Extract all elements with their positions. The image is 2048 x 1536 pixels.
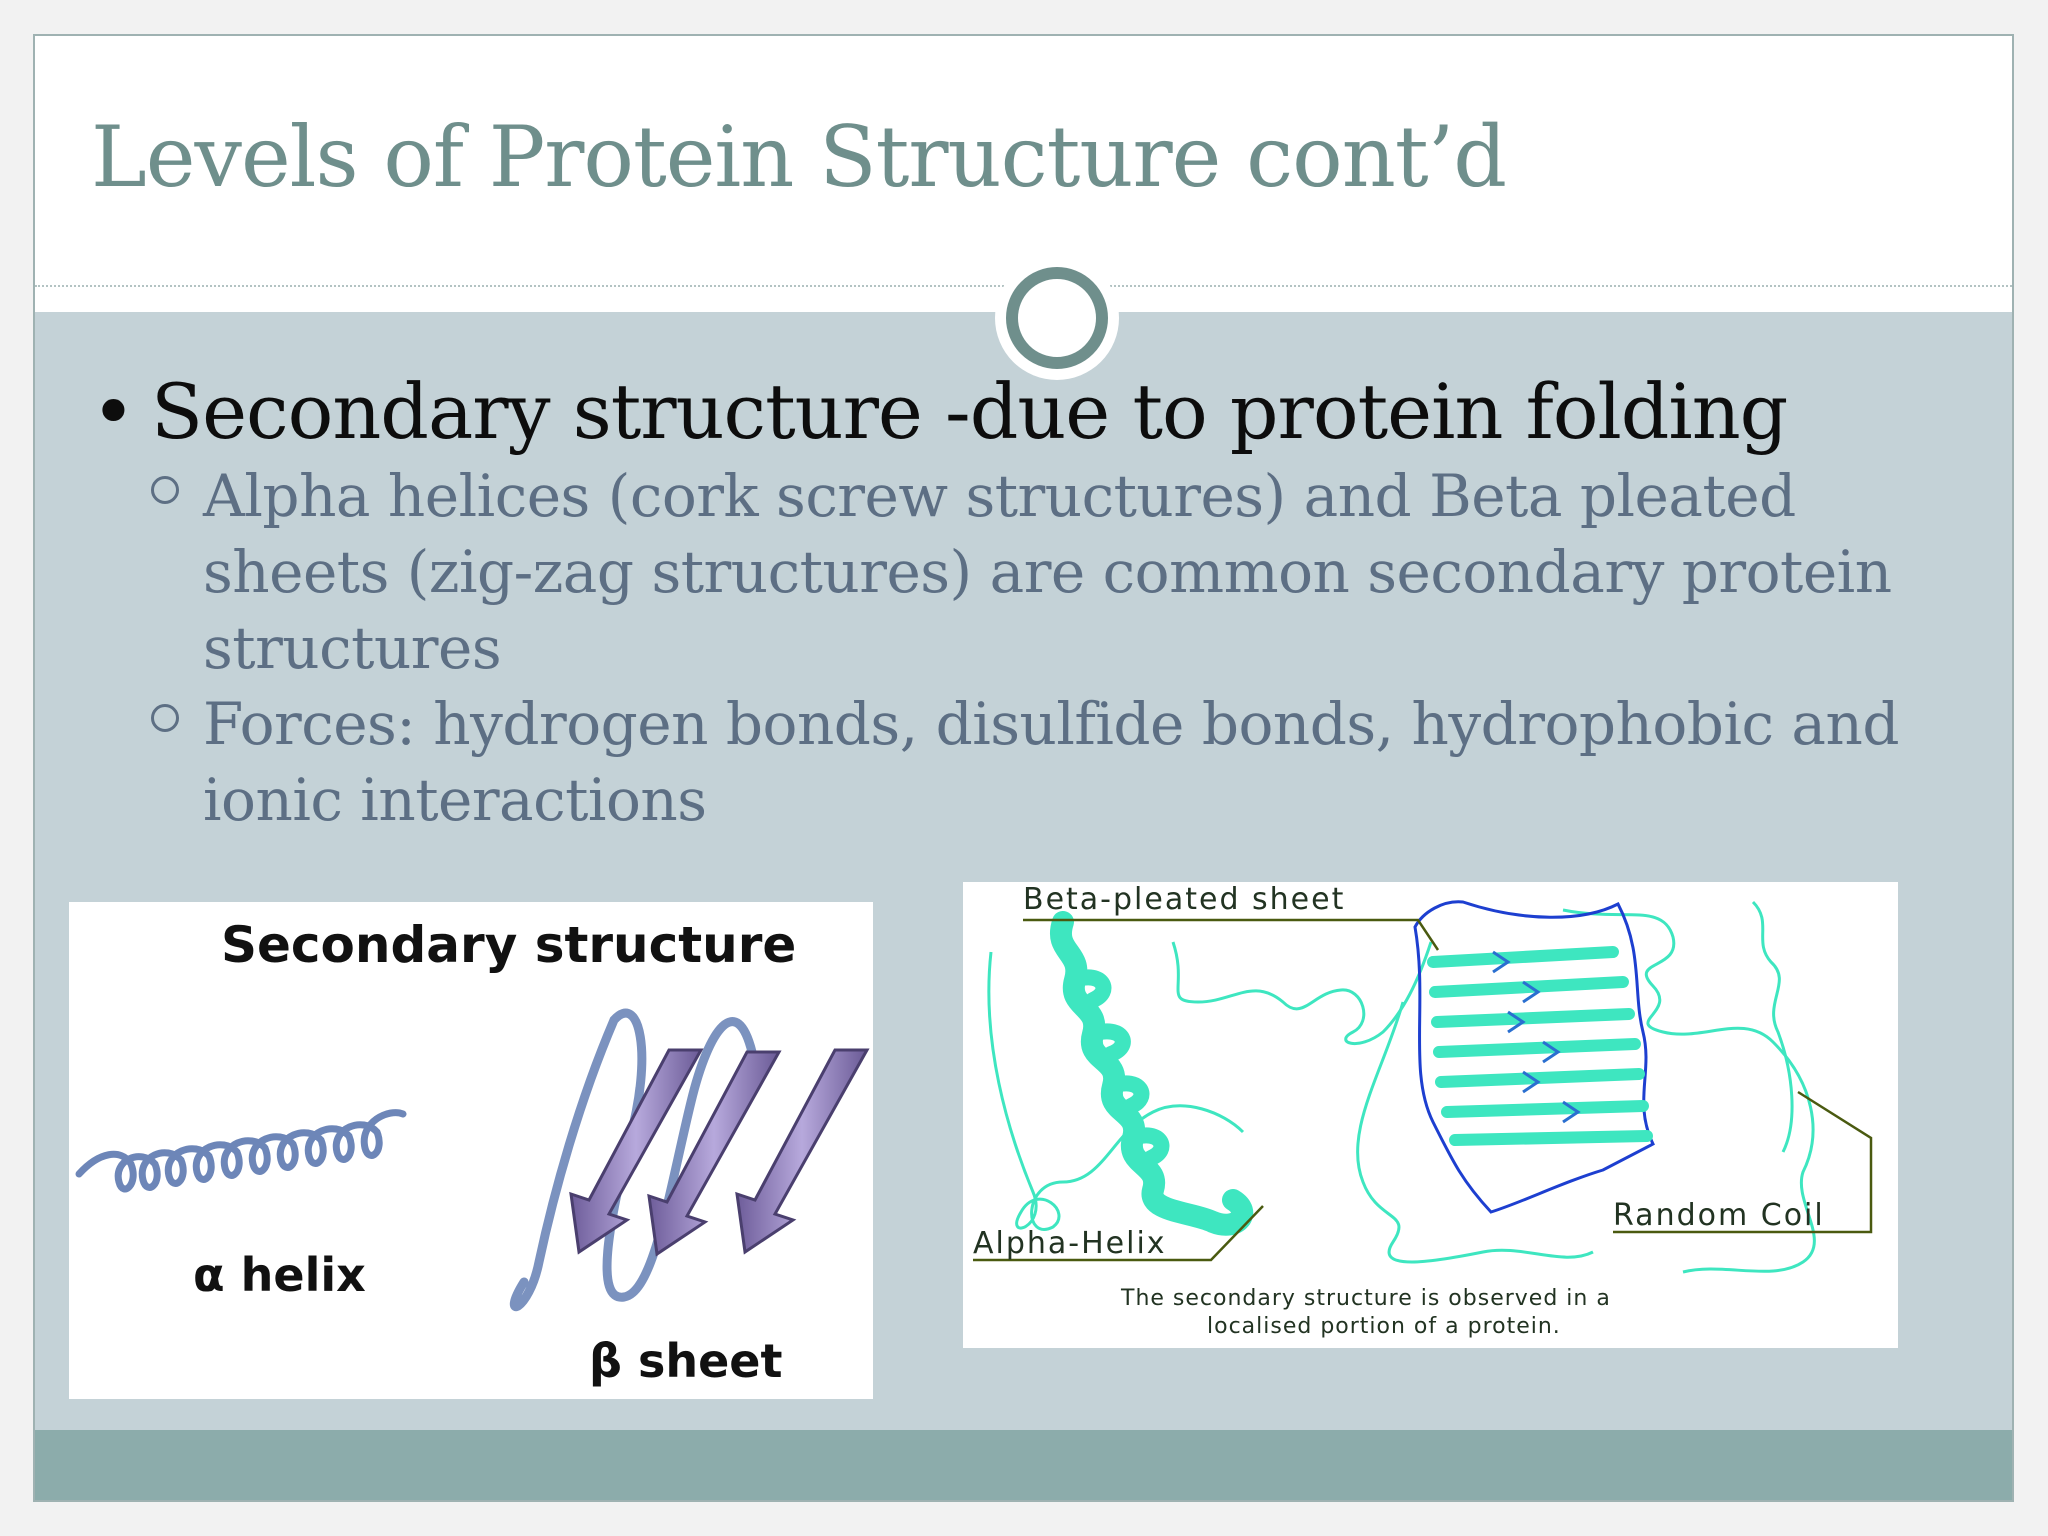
slide: Levels of Protein Structure cont’d • Sec… xyxy=(33,34,2014,1502)
sub-bullet-item: Alpha helices (cork screw structures) an… xyxy=(151,458,1971,686)
sub-bullet-item: Forces: hydrogen bonds, disulfide bonds,… xyxy=(151,686,1971,838)
figure-caption-line-1: The secondary structure is observed in a xyxy=(1121,1286,1611,1311)
random-coil-label: Random Coil xyxy=(1613,1198,1825,1233)
beta-strand-arrows xyxy=(569,1048,870,1257)
sub-bullet-text: Forces: hydrogen bonds, disulfide bonds,… xyxy=(203,690,1899,834)
beta-sheet-label: β sheet xyxy=(589,1334,783,1388)
ring-bullet-icon xyxy=(151,476,179,504)
ring-bullet-icon xyxy=(151,704,179,732)
helix-sheet-illustration xyxy=(75,1008,870,1312)
footer-bar xyxy=(35,1430,2012,1500)
protein-sketch-figure: Beta-pleated sheet Alpha-Helix Random Co… xyxy=(963,882,1898,1348)
bullet-list: • Secondary structure -due to protein fo… xyxy=(91,366,1971,838)
alpha-helix-sketch-label: Alpha-Helix xyxy=(973,1226,1167,1261)
bullet-text: Secondary structure -due to protein fold… xyxy=(151,367,1788,456)
secondary-structure-figure: Secondary structure α helix β sheet xyxy=(69,902,873,1399)
bullet-dot-icon: • xyxy=(91,367,136,456)
beta-pleated-sheet-label: Beta-pleated sheet xyxy=(1023,882,1346,917)
title-circle-ornament xyxy=(987,256,1127,400)
alpha-helix-label: α helix xyxy=(193,1248,366,1302)
protein-sketch-illustration xyxy=(973,900,1873,1274)
bullet-item: • Secondary structure -due to protein fo… xyxy=(91,366,1971,458)
figure-caption-line-2: localised portion of a protein. xyxy=(1207,1314,1561,1339)
slide-title: Levels of Protein Structure cont’d xyxy=(91,108,1507,206)
figure-title: Secondary structure xyxy=(221,916,797,974)
sub-bullet-text: Alpha helices (cork screw structures) an… xyxy=(203,462,1892,682)
